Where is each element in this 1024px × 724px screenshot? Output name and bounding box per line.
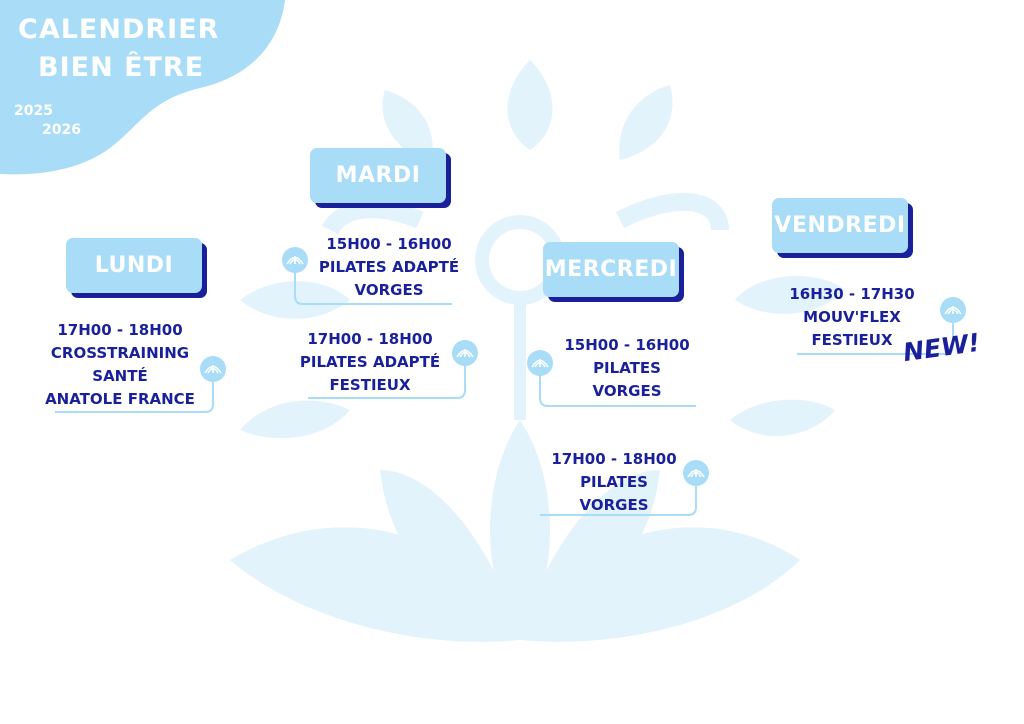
page-title-line2: BIEN ÊTRE	[38, 52, 205, 83]
year-end: 2026	[42, 122, 81, 138]
year-start: 2025	[14, 103, 53, 119]
lotus-bullet-icon	[200, 356, 226, 382]
session-tuesday-1: 15H00 - 16H00 PILATES ADAPTÉ VORGES	[302, 233, 476, 302]
session-activity: MOUV'FLEX	[803, 308, 901, 326]
session-activity: PILATES ADAPTÉ	[318, 258, 460, 276]
session-time: 17H00 - 18H00	[57, 321, 183, 339]
session-activity: PILATES	[593, 359, 661, 377]
session-activity: PILATES	[580, 473, 648, 491]
header-blob	[0, 0, 285, 175]
session-activity: CROSSTRAINING	[50, 344, 190, 362]
session-place: VORGES	[592, 382, 662, 400]
session-friday-1: 16H30 - 17H30 MOUV'FLEX FESTIEUX	[770, 283, 934, 352]
session-time: 15H00 - 16H00	[326, 235, 452, 253]
page-title-line1: CALENDRIER	[18, 14, 220, 45]
day-label-wednesday: MERCREDI	[543, 242, 679, 297]
session-place: VORGES	[579, 496, 649, 514]
session-tuesday-2: 17H00 - 18H00 PILATES ADAPTÉ FESTIEUX	[283, 328, 457, 397]
session-time: 17H00 - 18H00	[551, 450, 677, 468]
session-time: 17H00 - 18H00	[307, 330, 433, 348]
session-place: ANATOLE FRANCE	[45, 390, 195, 408]
session-monday-1: 17H00 - 18H00 CROSSTRAINING SANTÉ ANATOL…	[30, 319, 210, 411]
session-time: 16H30 - 17H30	[789, 285, 915, 303]
session-activity: PILATES ADAPTÉ	[299, 353, 441, 371]
lotus-bullet-icon	[452, 340, 478, 366]
session-time: 15H00 - 16H00	[564, 336, 690, 354]
session-place: VORGES	[354, 281, 424, 299]
lotus-bullet-icon	[940, 297, 966, 323]
lotus-bullet-icon	[683, 460, 709, 486]
lotus-bullet-icon	[282, 247, 308, 273]
day-label-monday: LUNDI	[66, 238, 202, 293]
session-wednesday-1: 15H00 - 16H00 PILATES VORGES	[540, 334, 714, 403]
session-place: FESTIEUX	[329, 376, 411, 394]
lotus-bullet-icon	[527, 350, 553, 376]
day-label-friday: VENDREDI	[772, 198, 908, 253]
session-wednesday-2: 17H00 - 18H00 PILATES VORGES	[527, 448, 701, 517]
session-activity: SANTÉ	[92, 367, 148, 385]
session-place: FESTIEUX	[811, 331, 893, 349]
day-label-tuesday: MARDI	[310, 148, 446, 203]
